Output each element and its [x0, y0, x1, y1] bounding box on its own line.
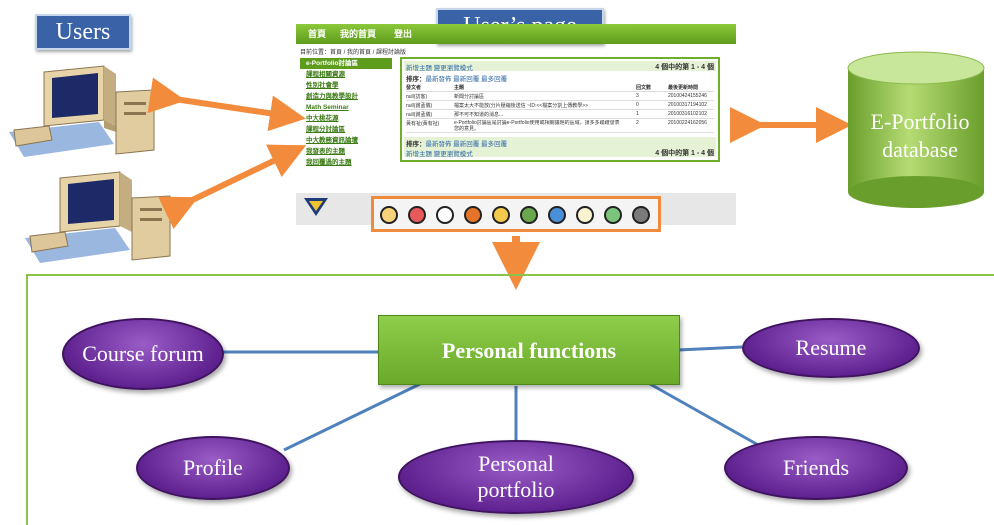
sidebar-item[interactable]: 課程相關資源	[306, 71, 345, 78]
table-row[interactable]: 黃有祉(黃有祉) e-Portfolio討論區是討論e-Portfolio使用或…	[406, 119, 714, 133]
table-row[interactable]: null(謝孟儀) 檔案太大不能放(分片壓縮後送信 ~ID:<<檔案分割上傳教學…	[406, 101, 714, 110]
function-icon-9[interactable]	[604, 206, 622, 224]
link-resume	[677, 345, 743, 352]
personal-functions-panel	[26, 274, 994, 525]
sidebar-item[interactable]: 我發表的主題	[306, 148, 345, 155]
site-logo-icon	[304, 198, 328, 216]
sidebar-item[interactable]: 中大教務資訊論壇	[306, 137, 358, 144]
resume-node: Resume	[742, 318, 920, 378]
screenshot-top-nav: 首頁 我的首頁 登出	[296, 24, 736, 44]
function-icon-2[interactable]	[408, 206, 426, 224]
database-icon	[847, 51, 985, 208]
personal-portfolio-node: Personal portfolio	[398, 440, 634, 514]
function-icon-5[interactable]	[492, 206, 510, 224]
sidebar-item-eportfolio[interactable]: e-Portfolio討論區	[300, 58, 392, 69]
function-icon-3[interactable]	[436, 206, 454, 224]
arrow-user2-page	[157, 144, 307, 230]
sort-line-bottom: 排序：最新發佈 最新回覆 最多回覆	[406, 141, 508, 148]
function-icon-10[interactable]	[632, 206, 650, 224]
sidebar-item[interactable]: 我回覆過的主題	[306, 159, 352, 166]
nav-my-home[interactable]: 我的首頁	[340, 29, 377, 39]
sidebar-item[interactable]: 創造力與教學設計	[306, 93, 358, 100]
sidebar-item[interactable]: 課程分討論區	[306, 126, 345, 133]
personal-functions-node: Personal functions	[378, 315, 680, 385]
sidebar-item[interactable]: Math Seminar	[306, 104, 349, 111]
user-computer-2-icon	[25, 171, 171, 263]
course-forum-node: Course forum	[62, 318, 224, 390]
forum-panel: 新增主題 變更瀏覽模式 4 個中的第 1 - 4 個 排序：最新發佈 最新回覆 …	[400, 57, 720, 162]
link-profile	[283, 382, 421, 452]
panel-count-bottom: 4 個中的第 1 - 4 個	[655, 150, 714, 157]
sidebar-item[interactable]: 中大桃花源	[306, 115, 339, 122]
function-icon-bar	[371, 196, 661, 232]
breadcrumb: 目前位置：首頁 / 我的首頁 / 課程討論版	[300, 50, 407, 56]
nav-home[interactable]: 首頁	[308, 29, 327, 39]
nav-logout[interactable]: 登出	[394, 29, 413, 39]
sidebar-item[interactable]: 性別社會學	[306, 82, 339, 89]
function-icon-4[interactable]	[464, 206, 482, 224]
function-icon-1[interactable]	[380, 206, 398, 224]
users-label: Users	[35, 14, 131, 50]
panel-actions-top[interactable]: 新增主題 變更瀏覽模式	[406, 65, 473, 72]
arrow-user1-page	[147, 77, 306, 132]
function-icon-8[interactable]	[576, 206, 594, 224]
profile-node: Profile	[136, 436, 290, 500]
database-label: E-Portfolio database	[870, 109, 970, 162]
screenshot-sidebar: e-Portfolio討論區 課程相關資源 性別社會學 創造力與教學設計 Mat…	[300, 58, 392, 168]
sort-line-top: 排序：最新發佈 最新回覆 最多回覆	[406, 76, 508, 83]
table-header: 發文者 主題 回文數 最後更新時間	[406, 83, 714, 92]
table-row[interactable]: null(謝孟儀) 那不可不知道的消息... 1 20100316102102	[406, 110, 714, 119]
user-computer-1-icon	[9, 65, 155, 157]
function-icon-7[interactable]	[548, 206, 566, 224]
table-row[interactable]: null(訪客) 新聞分討論區 3 20100424155246	[406, 92, 714, 101]
panel-actions-bottom[interactable]: 新增主題 變更瀏覽模式	[406, 151, 473, 158]
link-friends	[649, 382, 761, 448]
friends-node: Friends	[724, 436, 908, 500]
panel-count-top: 4 個中的第 1 - 4 個	[655, 64, 714, 71]
function-icon-6[interactable]	[520, 206, 538, 224]
